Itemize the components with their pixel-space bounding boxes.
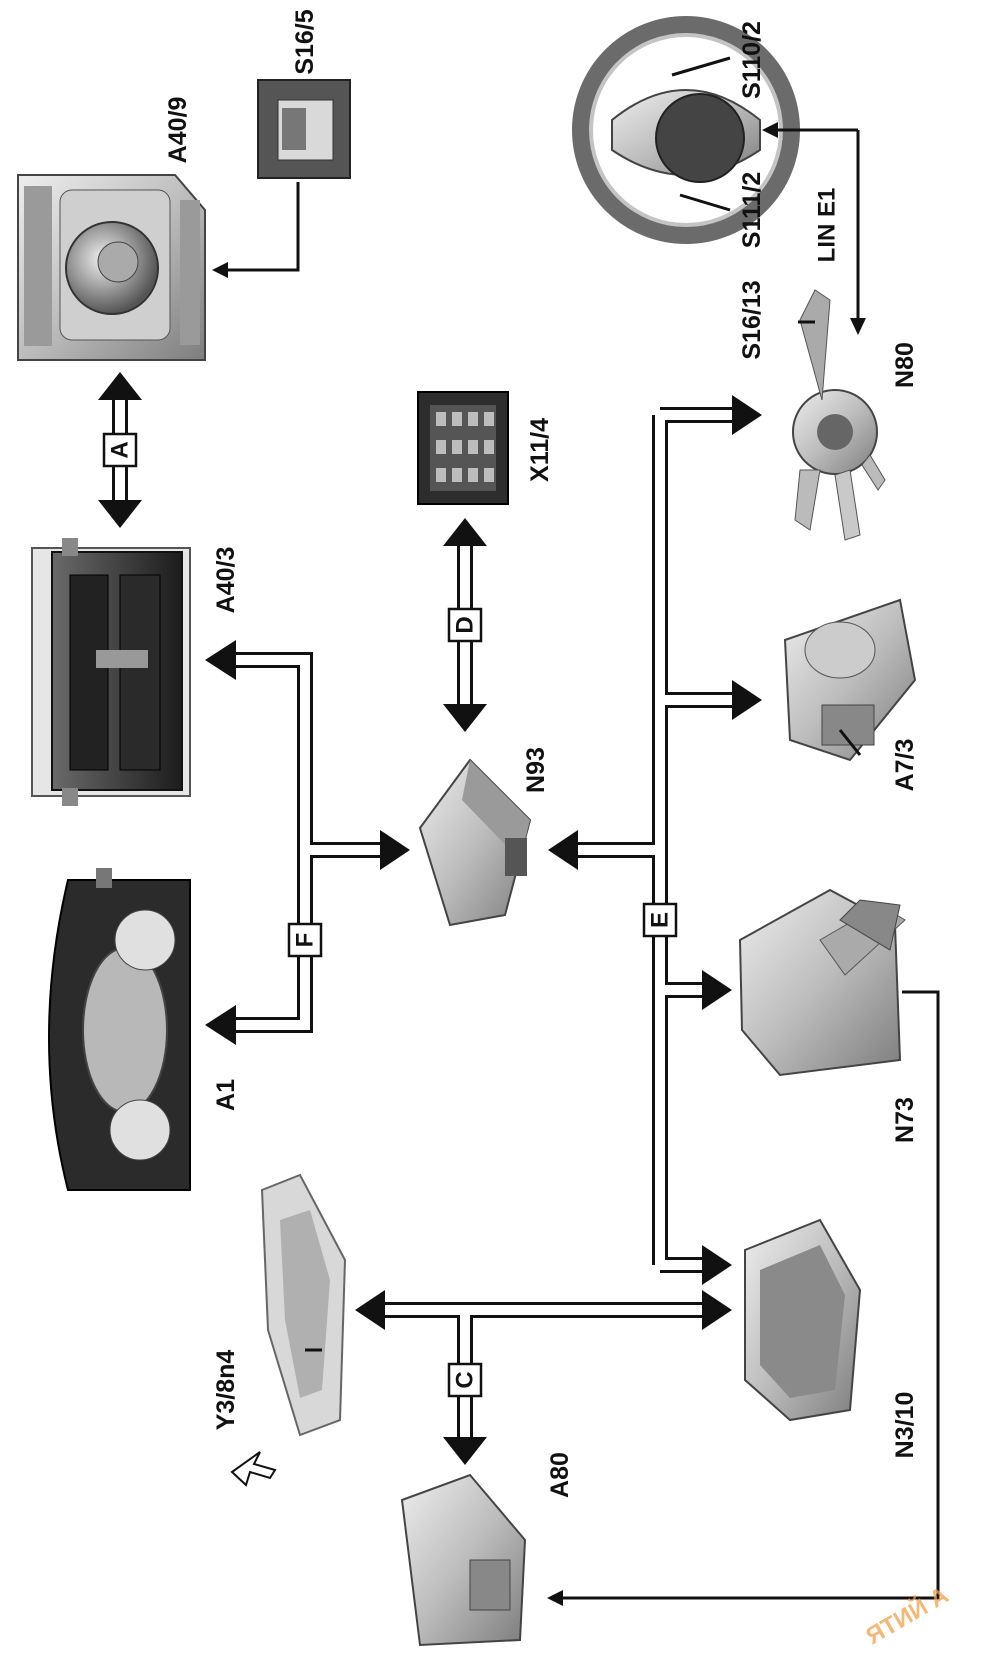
a7-3-unit-image [783, 598, 917, 762]
mouse-cursor-icon [230, 1451, 277, 1487]
a40-9-controller-image [17, 174, 206, 361]
label-a40-3: A40/3 [212, 547, 240, 614]
a7-3-leader [838, 729, 862, 756]
label-a1: A1 [212, 1079, 240, 1111]
s16-5-wire [212, 182, 300, 278]
label-a40-9: A40/9 [164, 97, 192, 164]
label-n3-10: N3/10 [891, 1392, 919, 1459]
a40-3-display-image [31, 538, 191, 806]
svg-text:E: E [647, 912, 674, 928]
bus-c-tag: C [447, 1362, 483, 1398]
label-s111-2: S111/2 [738, 172, 766, 248]
label-s16-13: S16/13 [738, 280, 766, 359]
bus-f-line [205, 640, 410, 1045]
label-s110-2: S110/2 [738, 21, 766, 99]
a80-unit-image [400, 1473, 527, 1647]
svg-text:F: F [292, 933, 319, 948]
n73-ignition-switch-image [738, 888, 906, 1077]
label-n93: N93 [522, 747, 550, 793]
y3-8n4-valve-body-image [260, 1173, 347, 1437]
x11-4-connector-image [417, 391, 509, 505]
a1-instrument-cluster-image [48, 868, 191, 1191]
bus-e-tag: E [642, 902, 678, 938]
bus-d-tag: D [447, 607, 483, 643]
n73-a80-wire [547, 990, 940, 1606]
label-x11-4: X11/4 [526, 418, 554, 482]
lin-e1-wire [762, 122, 866, 335]
label-n73: N73 [891, 1097, 919, 1143]
label-s16-5: S16/5 [291, 9, 319, 74]
svg-text:A: A [107, 441, 134, 458]
bus-c-line [355, 1290, 732, 1465]
bus-e-line [548, 395, 762, 1285]
label-y3-8n4: Y3/8n4 [212, 1350, 240, 1431]
n93-central-gateway-image [418, 758, 532, 927]
svg-text:C: C [452, 1371, 479, 1388]
svg-text:D: D [452, 616, 479, 633]
n80-steering-column-module-image [792, 289, 886, 541]
watermark-text: ЯТИЙ А [861, 1581, 953, 1650]
label-a7-3: A7/3 [891, 739, 919, 792]
label-a80: A80 [546, 1452, 574, 1498]
s16-5-switch-image [257, 79, 351, 179]
label-n80: N80 [891, 342, 919, 388]
bus-f-tag: F [287, 922, 323, 958]
lin-e1-label: LIN E1 [814, 188, 841, 263]
s110-2-leader [671, 56, 731, 77]
bus-a-tag: A [102, 432, 138, 468]
n3-10-engine-control-unit-image [744, 1218, 862, 1422]
s111-2-leader [679, 193, 731, 212]
